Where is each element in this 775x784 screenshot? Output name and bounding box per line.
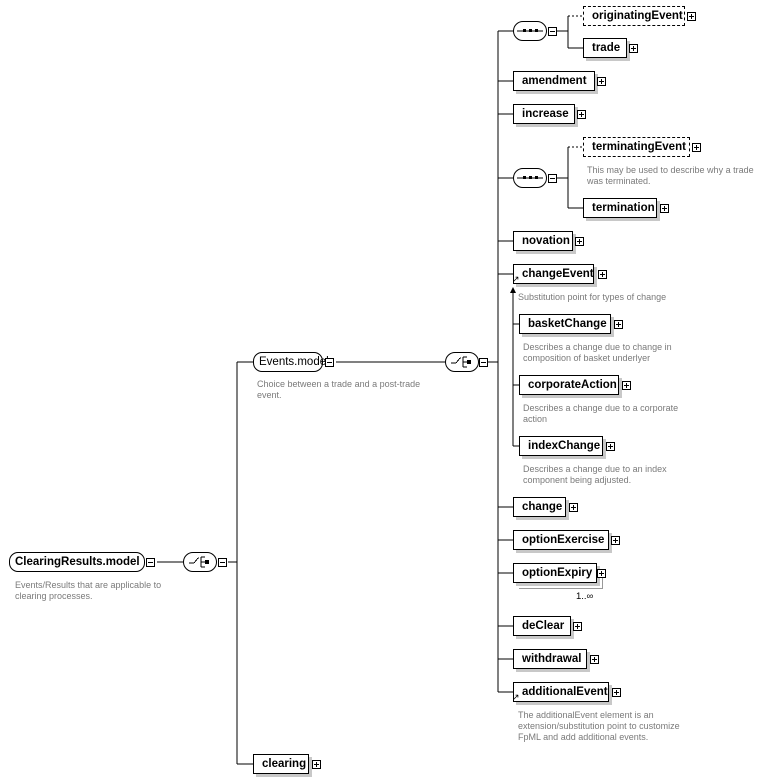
collapse-icon[interactable] xyxy=(548,27,557,36)
declear-element[interactable]: deClear xyxy=(513,616,571,636)
expand-icon[interactable] xyxy=(598,270,607,279)
expand-icon[interactable] xyxy=(577,110,586,119)
collapse-icon[interactable] xyxy=(146,558,155,567)
change-event-label: changeEvent xyxy=(522,268,594,280)
option-exercise-element[interactable]: optionExercise xyxy=(513,530,609,550)
change-event-desc: Substitution point for types of change xyxy=(518,292,667,302)
increase-label: increase xyxy=(522,108,569,120)
novation-element[interactable]: novation xyxy=(513,231,573,251)
collapse-icon[interactable] xyxy=(548,174,557,183)
collapse-icon[interactable] xyxy=(325,358,334,367)
expand-icon[interactable] xyxy=(687,12,696,21)
option-expiry-cardinality: 1..∞ xyxy=(576,591,594,602)
index-change-label: indexChange xyxy=(528,440,601,452)
sequence-symbol-icon xyxy=(517,176,543,179)
expand-icon[interactable] xyxy=(597,569,606,578)
termination-label: termination xyxy=(592,202,655,214)
events-model-label: Events.model xyxy=(259,356,329,368)
basket-change-element[interactable]: basketChange xyxy=(519,314,611,334)
corporate-action-label: corporateAction xyxy=(528,379,617,391)
change-label: change xyxy=(522,501,563,513)
expand-icon[interactable] xyxy=(573,622,582,631)
abstract-arrow-icon: ↗ xyxy=(512,274,520,284)
sequence-compositor-icon xyxy=(513,21,547,41)
events-model-desc: Choice between a trade and a post-trade … xyxy=(257,379,421,400)
choice-symbol-icon xyxy=(451,356,471,368)
change-event-element[interactable]: changeEvent xyxy=(513,264,594,284)
expand-icon[interactable] xyxy=(614,320,623,329)
originating-event-label: originatingEvent xyxy=(592,10,683,22)
corporate-action-element[interactable]: corporateAction xyxy=(519,375,619,395)
clearing-element[interactable]: clearing xyxy=(253,754,309,774)
events-model-node[interactable]: Events.model xyxy=(253,352,329,372)
amendment-label: amendment xyxy=(522,75,587,87)
sequence-symbol-icon xyxy=(517,29,543,32)
additional-event-element[interactable]: additionalEvent xyxy=(513,682,609,702)
option-exercise-label: optionExercise xyxy=(522,534,605,546)
additional-event-desc: The additionalEvent element is an extens… xyxy=(518,710,680,742)
expand-icon[interactable] xyxy=(692,143,701,152)
expand-icon[interactable] xyxy=(590,655,599,664)
collapse-icon[interactable] xyxy=(218,558,227,567)
expand-icon[interactable] xyxy=(611,536,620,545)
expand-icon[interactable] xyxy=(597,77,606,86)
amendment-element[interactable]: amendment xyxy=(513,71,595,91)
clearing-label: clearing xyxy=(262,758,307,770)
terminating-event-desc: This may be used to describe why a trade… xyxy=(587,165,754,186)
option-expiry-element[interactable]: optionExpiry xyxy=(513,563,597,583)
increase-element[interactable]: increase xyxy=(513,104,575,124)
root-model-node[interactable]: ClearingResults.model xyxy=(9,552,145,572)
trade-label: trade xyxy=(592,42,621,54)
basket-change-label: basketChange xyxy=(528,318,607,330)
choice-compositor-icon xyxy=(183,552,217,572)
expand-icon[interactable] xyxy=(575,237,584,246)
expand-icon[interactable] xyxy=(312,760,321,769)
expand-icon[interactable] xyxy=(622,381,631,390)
choice-symbol-icon xyxy=(189,556,209,568)
expand-icon[interactable] xyxy=(629,44,638,53)
abstract-arrow-icon: ↗ xyxy=(512,692,520,702)
index-change-element[interactable]: indexChange xyxy=(519,436,603,456)
expand-icon[interactable] xyxy=(612,688,621,697)
corporate-action-desc: Describes a change due to a corporate ac… xyxy=(523,403,679,424)
terminating-event-label: terminatingEvent xyxy=(592,141,686,153)
withdrawal-label: withdrawal xyxy=(522,653,582,665)
sequence-compositor-icon xyxy=(513,168,547,188)
change-element[interactable]: change xyxy=(513,497,566,517)
expand-icon[interactable] xyxy=(569,503,578,512)
trade-element[interactable]: trade xyxy=(583,38,627,58)
additional-event-label: additionalEvent xyxy=(522,686,608,698)
expand-icon[interactable] xyxy=(660,204,669,213)
basket-change-desc: Describes a change due to change in comp… xyxy=(523,342,672,363)
option-expiry-label: optionExpiry xyxy=(522,567,593,579)
root-model-label: ClearingResults.model xyxy=(15,556,140,568)
expand-icon[interactable] xyxy=(606,442,615,451)
declear-label: deClear xyxy=(522,620,565,632)
terminating-event-element[interactable]: terminatingEvent xyxy=(583,137,690,157)
root-model-desc: Events/Results that are applicable to cl… xyxy=(15,580,162,601)
index-change-desc: Describes a change due to an index compo… xyxy=(523,464,667,485)
collapse-icon[interactable] xyxy=(479,358,488,367)
choice-compositor-icon xyxy=(445,352,479,372)
originating-event-element[interactable]: originatingEvent xyxy=(583,6,685,26)
termination-element[interactable]: termination xyxy=(583,198,657,218)
novation-label: novation xyxy=(522,235,570,247)
withdrawal-element[interactable]: withdrawal xyxy=(513,649,587,669)
